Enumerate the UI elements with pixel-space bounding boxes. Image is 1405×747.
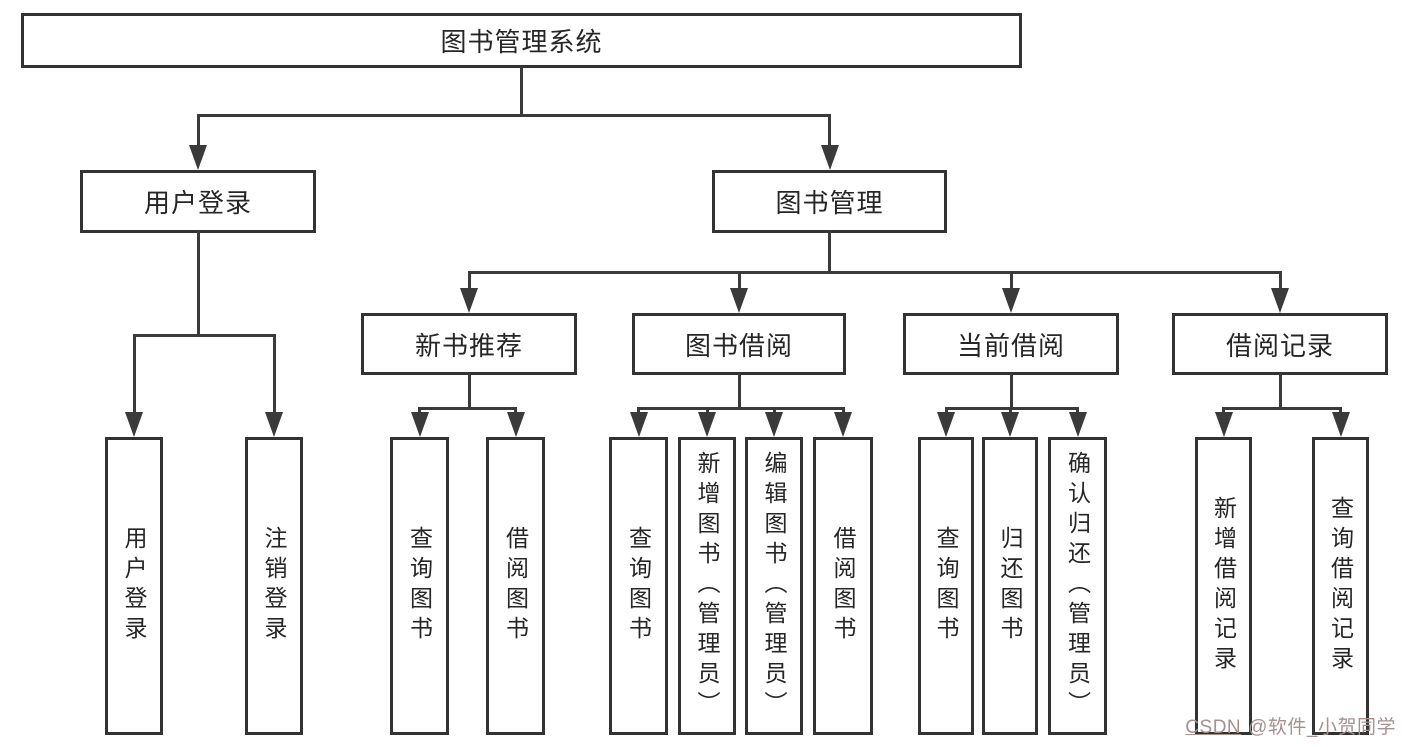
node-confirm-return: 确认归还（管理员） — [1048, 437, 1107, 735]
connector-bus — [1222, 407, 1342, 410]
watermark-handle: @软件_小贺同学 — [1248, 717, 1396, 738]
connector-stub — [520, 66, 523, 117]
node-new-books: 新书推荐 — [361, 313, 577, 375]
connector-drop — [772, 407, 776, 414]
arrow-down-icon — [820, 145, 839, 170]
arrow-down-icon — [629, 412, 648, 437]
node-label: 归还图书 — [997, 526, 1023, 646]
node-book-mgmt: 图书管理 — [712, 170, 947, 233]
connector-drop — [1278, 271, 1282, 290]
node-return-books: 归还图书 — [982, 437, 1038, 735]
connector-drop — [418, 407, 421, 414]
arrow-down-icon — [265, 412, 283, 437]
node-label: 新增图书（管理员） — [694, 451, 720, 721]
connector-stub — [1009, 373, 1013, 410]
connector-drop — [132, 334, 136, 414]
connector-stub — [737, 373, 741, 410]
node-add-books: 新增图书（管理员） — [678, 437, 736, 735]
connector-drop — [705, 407, 709, 414]
node-label: 查询图书 — [406, 526, 433, 646]
connector-bus — [418, 407, 517, 410]
connector-bus — [196, 114, 831, 117]
node-borrow-records: 借阅记录 — [1172, 313, 1388, 375]
node-root: 图书管理系统 — [21, 13, 1022, 68]
node-query-books-1: 查询图书 — [390, 437, 449, 735]
node-borrow-books-2: 借阅图书 — [813, 437, 873, 735]
arrow-down-icon — [1271, 288, 1289, 313]
node-label: 图书管理 — [775, 188, 884, 218]
watermark: CSDN @软件_小贺同学 — [1185, 712, 1396, 739]
connector-drop — [1222, 407, 1225, 414]
node-label: 注销登录 — [261, 526, 287, 646]
node-query-books-2: 查询图书 — [609, 437, 668, 735]
connector-drop — [1076, 407, 1079, 414]
arrow-down-icon — [1002, 288, 1020, 313]
arrow-down-icon — [834, 412, 852, 437]
connector-stub — [828, 231, 831, 274]
connector-drop — [737, 271, 741, 290]
connector-drop — [514, 407, 517, 414]
node-user-login-leaf: 用户登录 — [105, 437, 163, 735]
connector-bus — [132, 334, 276, 337]
node-borrow-books-1: 借阅图书 — [486, 437, 545, 735]
watermark-prefix: CSDN — [1185, 717, 1242, 738]
connector-drop — [1008, 407, 1012, 414]
arrow-down-icon — [1214, 412, 1233, 437]
node-add-borrow-record: 新增借阅记录 — [1195, 437, 1252, 735]
arrow-down-icon — [765, 412, 783, 437]
node-label: 新增借阅记录 — [1210, 496, 1237, 676]
node-label: 图书管理系统 — [440, 27, 603, 57]
node-query-books-3: 查询图书 — [918, 437, 974, 735]
connector-drop — [196, 114, 200, 147]
node-label: 用户登录 — [121, 526, 147, 646]
connector-drop — [841, 407, 845, 414]
connector-drop — [944, 407, 948, 414]
node-label: 借阅图书 — [830, 526, 856, 646]
node-label: 借阅记录 — [1225, 330, 1334, 361]
arrow-down-icon — [937, 412, 955, 437]
arrow-down-icon — [1001, 412, 1019, 437]
node-label: 确认归还（管理员） — [1064, 451, 1091, 721]
arrow-down-icon — [460, 288, 478, 313]
node-label: 借阅图书 — [502, 526, 529, 646]
connector-bus — [637, 407, 845, 410]
node-current-borrow: 当前借阅 — [903, 313, 1119, 375]
connector-bus — [944, 407, 1079, 410]
connector-drop — [828, 114, 831, 147]
arrow-down-icon — [410, 412, 429, 437]
connector-stub — [1278, 373, 1282, 410]
connector-bus — [467, 271, 1282, 274]
node-edit-books: 编辑图书（管理员） — [745, 437, 803, 735]
arrow-down-icon — [125, 412, 143, 437]
node-label: 当前借阅 — [956, 330, 1065, 361]
arrow-down-icon — [1331, 412, 1350, 437]
arrow-down-icon — [1068, 412, 1087, 437]
node-label: 新书推荐 — [414, 330, 523, 361]
node-user-login: 用户登录 — [80, 170, 316, 233]
connector-drop — [272, 334, 276, 414]
node-logout: 注销登录 — [245, 437, 303, 735]
connector-stub — [467, 373, 471, 410]
node-label: 查询图书 — [625, 526, 652, 646]
connector-drop — [637, 407, 640, 414]
connector-stub — [196, 231, 200, 337]
connector-drop — [467, 271, 471, 290]
connector-drop — [1339, 407, 1342, 414]
node-book-borrow: 图书借阅 — [632, 313, 846, 375]
node-label: 图书借阅 — [684, 330, 793, 361]
node-label: 查询图书 — [933, 526, 959, 646]
arrow-down-icon — [730, 288, 748, 313]
node-label: 用户登录 — [143, 188, 252, 218]
arrow-down-icon — [189, 145, 207, 170]
connector-drop — [1009, 271, 1013, 290]
node-label: 编辑图书（管理员） — [761, 451, 787, 721]
arrow-down-icon — [698, 412, 716, 437]
arrow-down-icon — [506, 412, 525, 437]
node-label: 查询借阅记录 — [1327, 496, 1354, 676]
node-query-borrow-record: 查询借阅记录 — [1312, 437, 1369, 735]
